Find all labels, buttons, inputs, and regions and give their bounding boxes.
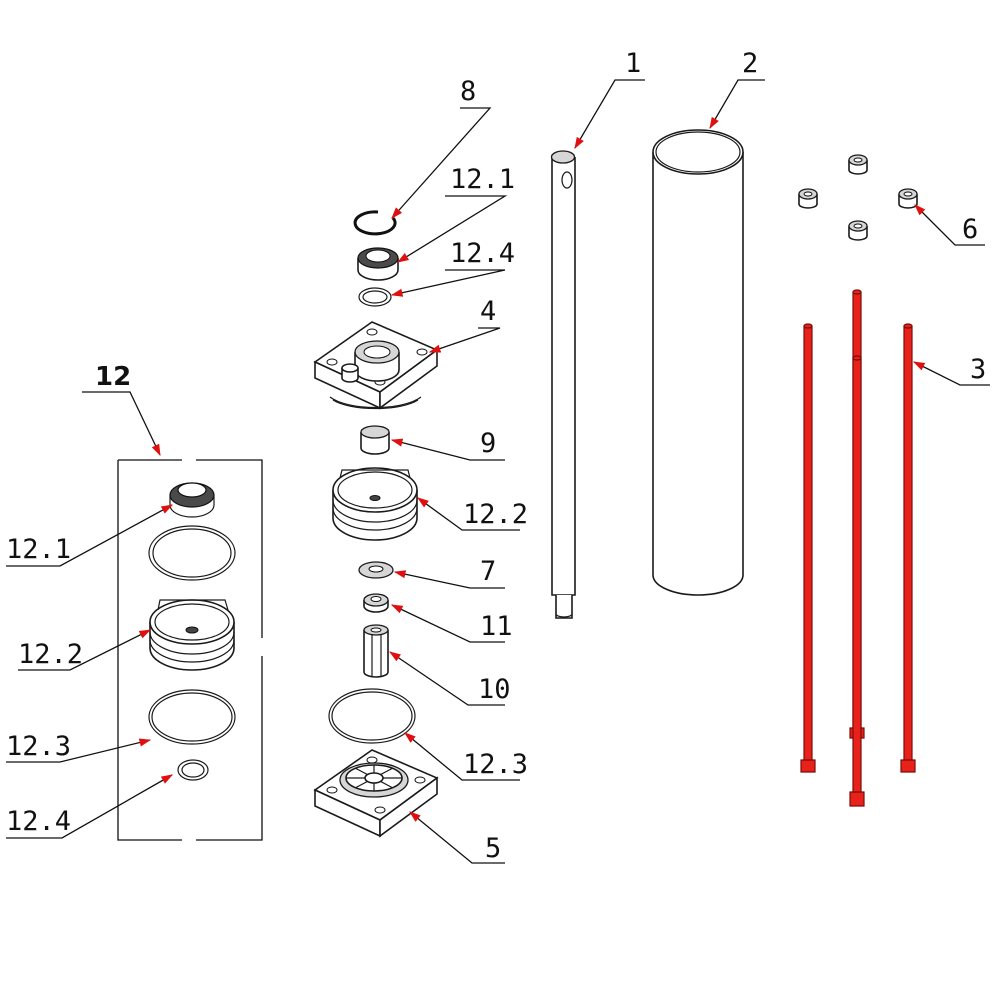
kit-leader-12-2	[18, 629, 152, 671]
leader-10	[389, 651, 505, 706]
label-11: 11	[480, 611, 513, 642]
kit-leader-12-3	[6, 738, 152, 763]
leader-5	[409, 811, 505, 864]
center-assembly-group: 8 12.1 12.4	[313, 76, 528, 864]
part-8-circlip	[353, 210, 397, 236]
tie-rod-left	[800, 323, 816, 773]
leader-11	[390, 604, 505, 643]
part-12-1-seal	[357, 247, 399, 281]
kit-part-oring-large-inner	[152, 528, 232, 578]
leader-12-1-center	[397, 195, 508, 263]
label-12-2-center: 12.2	[463, 499, 528, 530]
leader-3	[912, 361, 990, 386]
leader-12-3-center	[404, 732, 520, 781]
label-12-4-center: 12.4	[450, 238, 515, 269]
kit-part-12-1-seal	[169, 482, 215, 518]
kit-label-12-1: 12.1	[6, 534, 71, 565]
kit-label-12-3: 12.3	[6, 731, 71, 762]
tie-rod-front	[849, 355, 865, 807]
kit-part-12-2-piston	[149, 599, 235, 671]
part-12-4-ring-inner	[362, 290, 388, 304]
label-4: 4	[480, 296, 496, 327]
kit-leader-12-4	[6, 774, 174, 839]
kit-part-oring-large	[148, 525, 236, 581]
part-12-3-oring	[328, 688, 416, 744]
part-12-4-ring	[358, 287, 392, 307]
part-5-bottom-flange	[313, 749, 439, 838]
leader-2	[709, 79, 765, 130]
kit-part-12-4-ring	[177, 759, 209, 781]
part-3-tie-rods-group	[800, 289, 916, 807]
label-12-1-center: 12.1	[450, 164, 515, 195]
kit-label-12: 12	[95, 362, 131, 392]
label-3: 3	[970, 354, 986, 385]
tie-rod-right	[900, 323, 916, 773]
label-7: 7	[480, 556, 496, 587]
part-1-piston-rod	[550, 150, 576, 619]
nut-top	[848, 154, 868, 175]
kit-label-12-4: 12.4	[6, 806, 71, 837]
kit-leader-12	[82, 391, 161, 457]
leader-6	[914, 204, 985, 246]
nut-left	[798, 188, 818, 209]
label-5: 5	[485, 833, 501, 864]
label-8: 8	[460, 76, 476, 107]
kit-leader-12-1	[6, 504, 174, 567]
part-2-cylinder-tube	[652, 129, 744, 596]
leader-9	[390, 438, 505, 461]
leader-4	[428, 327, 501, 353]
nut-bottom	[848, 220, 868, 241]
kit-part-12-3-oring-inner	[151, 692, 233, 742]
part-7-washer-hole	[368, 565, 384, 573]
kit-box-outline	[117, 459, 263, 841]
label-10: 10	[478, 674, 511, 705]
part-11-washer-small	[363, 593, 389, 613]
leader-1	[574, 79, 645, 150]
kit-part-12-3-oring	[148, 689, 236, 745]
leader-12-4-center	[390, 269, 506, 297]
leader-7	[393, 570, 505, 589]
seal-kit-12-group: 12 12.1 12.2 12.3	[6, 362, 263, 841]
part-9-bushing	[360, 425, 390, 455]
leader-12-2-center	[417, 497, 520, 531]
kit-part-12-4-ring-inner	[181, 762, 205, 778]
label-9: 9	[480, 428, 496, 459]
label-2: 2	[742, 48, 758, 79]
part-4-top-flange	[313, 321, 439, 410]
part-12-3-oring-inner	[331, 691, 413, 741]
label-1: 1	[625, 48, 641, 79]
leader-8	[391, 107, 492, 219]
part-12-2-piston	[332, 467, 418, 541]
kit-label-12-2: 12.2	[18, 639, 83, 670]
nut-right	[898, 188, 918, 209]
part-6-nuts-group	[798, 154, 918, 241]
label-12-3-center: 12.3	[463, 749, 528, 780]
label-6: 6	[962, 214, 978, 245]
part-10-hex-spacer	[363, 624, 389, 678]
